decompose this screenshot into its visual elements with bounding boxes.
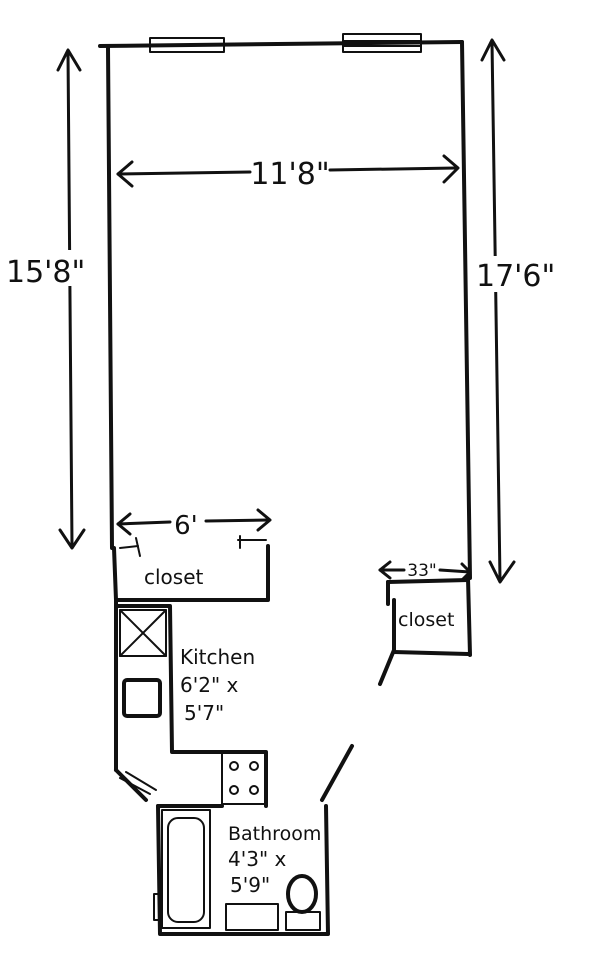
width-dimension: 11'8" xyxy=(116,154,460,192)
sink-icon xyxy=(122,678,162,718)
left-height-label: 15'8" xyxy=(6,255,85,290)
bathroom: Bathroom 4'3" x 5'9" xyxy=(153,744,354,936)
kitchen: Kitchen 6'2" x 5'7" xyxy=(114,598,268,808)
toilet-icon xyxy=(285,874,321,931)
kitchen-dim-1: 6'2" x xyxy=(180,673,239,697)
kitchen-dim-2: 5'7" xyxy=(184,701,224,725)
right-height-dimension: 17'6" xyxy=(470,38,562,584)
refrigerator-icon xyxy=(119,609,167,657)
door-icon xyxy=(320,744,354,802)
bathtub-icon xyxy=(153,809,211,929)
left-height-dimension: 15'8" xyxy=(4,48,88,550)
left-closet: 6' closet xyxy=(112,508,272,602)
bathroom-dim-1: 4'3" x xyxy=(228,847,287,871)
window-icon xyxy=(149,37,225,53)
bathroom-sink-icon xyxy=(225,903,279,931)
right-closet: 33" closet xyxy=(378,560,472,686)
bathroom-title: Bathroom xyxy=(228,823,321,845)
closet-right-width-label: 33" xyxy=(407,561,436,581)
closet-left-label: closet xyxy=(144,565,204,589)
closet-right-label: closet xyxy=(398,609,454,631)
right-height-label: 17'6" xyxy=(476,259,555,294)
width-label: 11'8" xyxy=(250,157,329,192)
bathroom-dim-2: 5'9" xyxy=(230,873,270,897)
closet-width-label: 6' xyxy=(174,511,198,541)
stove-icon xyxy=(221,751,267,805)
kitchen-title: Kitchen xyxy=(180,645,255,669)
window-icon xyxy=(342,33,422,53)
